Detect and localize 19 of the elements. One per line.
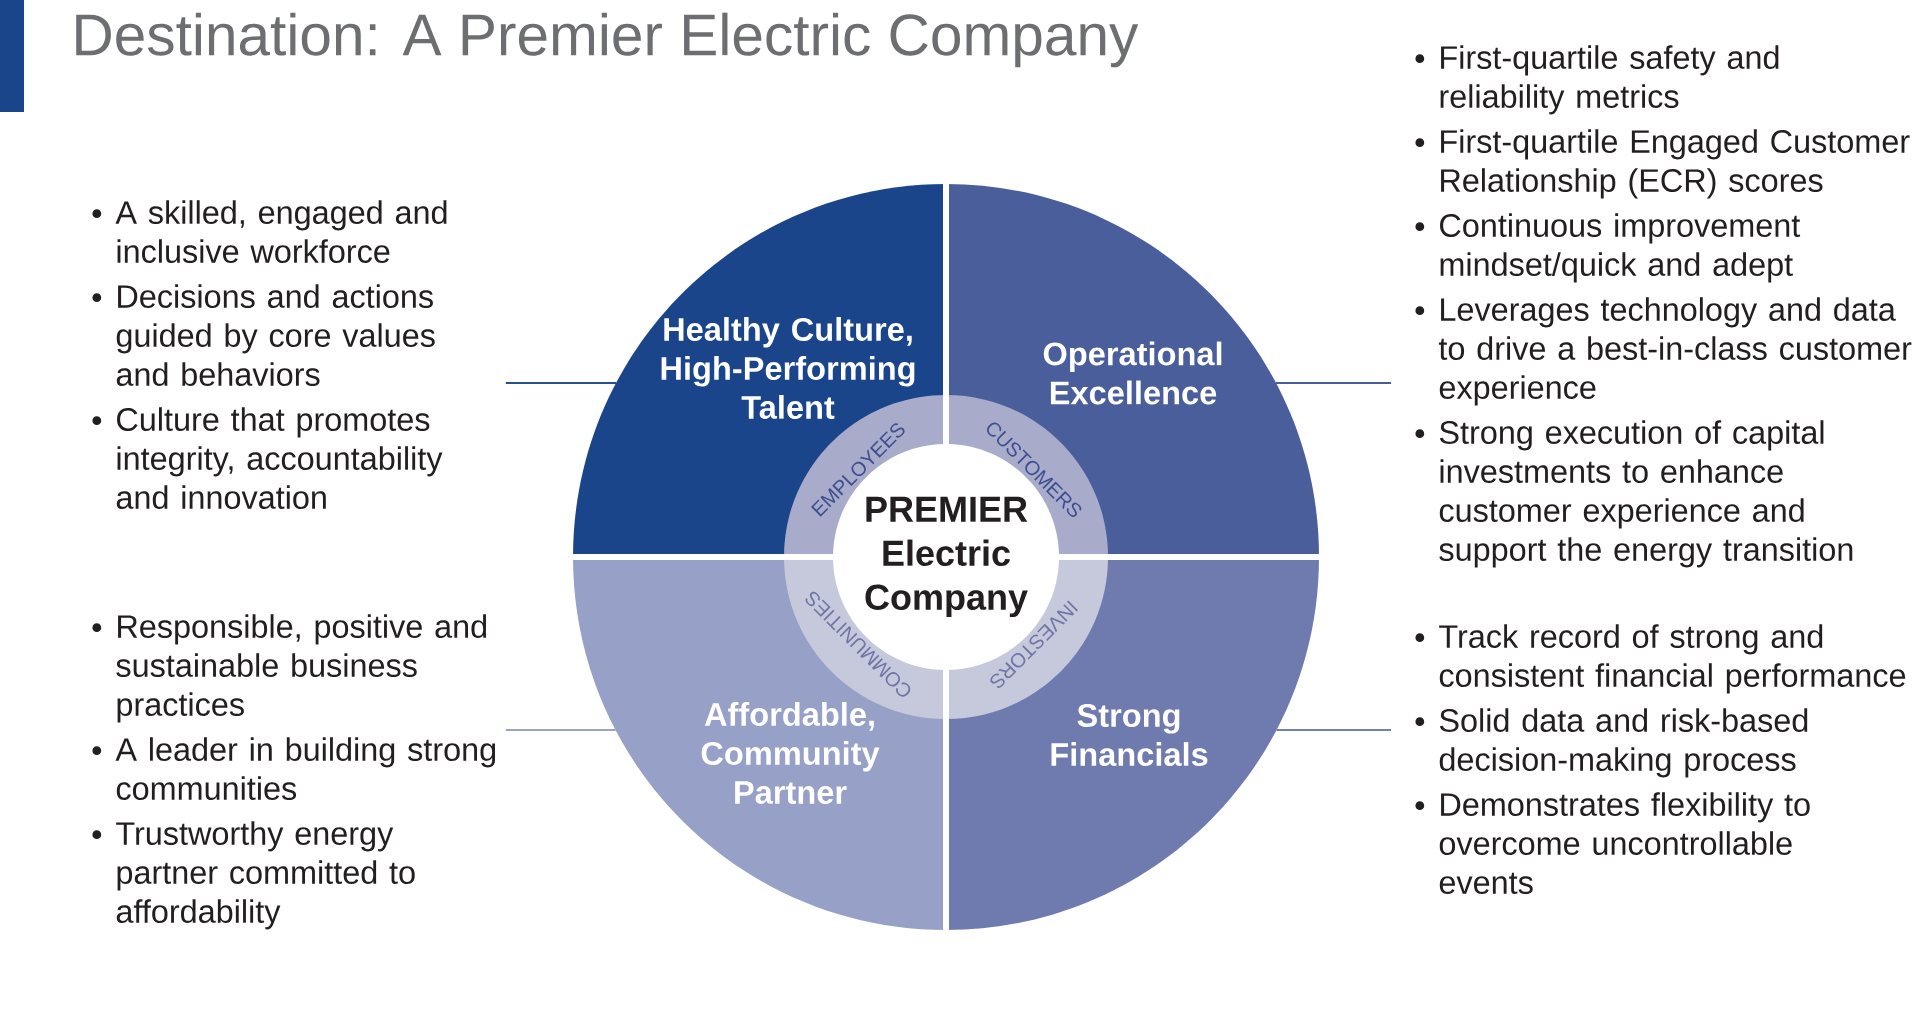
list-item: Demonstrates flexibility to overcome uncontrollable events: [1439, 792, 1810, 894]
list-item: Solid data and risk-based decision-making process: [1439, 708, 1808, 778]
leader-line: [1275, 729, 1392, 731]
leader-line: [504, 729, 617, 731]
list-item: First-quartile Engaged Customer Relationship (ECR) scores: [1441, 129, 1910, 199]
list-item: Track record of strong and consistent financial performance: [1439, 624, 1906, 694]
list-item: Strong execution of capital investments to enhance customer experience and support the energy transition: [1439, 420, 1853, 568]
list-item: Leverages technology and data to drive a best-in-class customer experience: [1438, 297, 1912, 406]
list-item: Continuous improvement mindset/quick and adept: [1440, 213, 1801, 283]
list-item: Culture that promotes integrity, accountability and innovation: [116, 407, 443, 509]
list-item: Decisions and actions guided by core values and behaviors: [116, 284, 435, 386]
list-item: First-quartile safety and reliability metrics: [1440, 45, 1779, 115]
list-item: Responsible, positive and sustainable business practices: [116, 614, 487, 723]
list-item: A skilled, engaged and inclusive workforce: [115, 200, 447, 263]
list-item: Trustworthy energy partner committed to affordability: [116, 821, 415, 930]
title: Destination: A Premier Electric Company: [76, 12, 1139, 68]
leader-line: [1274, 382, 1392, 384]
list-item: A leader in building strong communities: [115, 737, 496, 800]
leader-line: [504, 382, 618, 384]
